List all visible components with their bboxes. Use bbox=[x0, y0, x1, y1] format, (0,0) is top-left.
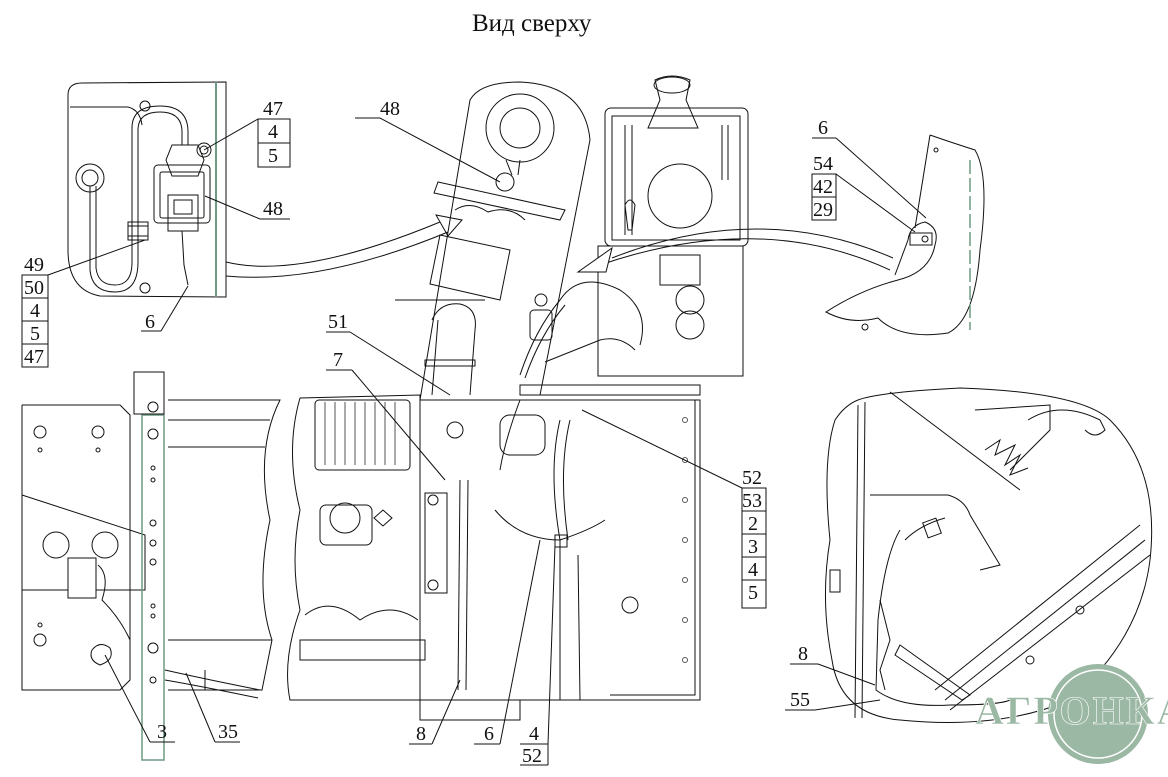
callout-4: 4 bbox=[30, 300, 40, 322]
callout-42: 42 bbox=[813, 176, 833, 198]
callout-3: 3 bbox=[157, 721, 167, 743]
relay-box bbox=[519, 75, 749, 396]
watermark-logo: АГРОНКА bbox=[975, 664, 1168, 764]
watermark-text: АГРОНКА bbox=[975, 688, 1168, 733]
leaders-top-left bbox=[21, 118, 291, 368]
leaders-bottom-left bbox=[104, 654, 240, 743]
callout-5: 5 bbox=[268, 145, 278, 167]
callout-4: 4 bbox=[748, 559, 758, 581]
callout-47: 47 bbox=[263, 98, 283, 120]
inset-door-panel bbox=[824, 387, 1153, 723]
callout-48: 48 bbox=[263, 198, 283, 220]
callout-6: 6 bbox=[145, 311, 155, 333]
callout-49: 49 bbox=[24, 254, 44, 276]
inset-frame-socket bbox=[21, 371, 281, 761]
callout-2: 2 bbox=[748, 513, 758, 535]
callout-4: 4 bbox=[268, 121, 278, 143]
callout-7: 7 bbox=[333, 349, 343, 371]
callout-29: 29 bbox=[813, 199, 833, 221]
leaders-bottom-right bbox=[785, 663, 881, 711]
callout-3: 3 bbox=[748, 536, 758, 558]
callout-35: 35 bbox=[218, 721, 238, 743]
callout-53: 53 bbox=[742, 490, 762, 512]
callout-4: 4 bbox=[529, 723, 539, 745]
inset-bracket bbox=[825, 134, 985, 336]
inset-connector-plate bbox=[67, 81, 463, 298]
arrow-right-to-box bbox=[576, 228, 894, 273]
callout-50: 50 bbox=[24, 277, 44, 299]
leaders-top-right bbox=[811, 137, 927, 233]
view-title: Вид сверху bbox=[472, 10, 592, 37]
callout-5: 5 bbox=[30, 323, 40, 345]
callout-54: 54 bbox=[813, 153, 833, 175]
callout-51: 51 bbox=[328, 311, 348, 333]
callout-52: 52 bbox=[742, 467, 762, 489]
callout-6: 6 bbox=[818, 117, 828, 139]
callout-55: 55 bbox=[790, 689, 810, 711]
leaders-center bbox=[326, 117, 767, 766]
callout-47: 47 bbox=[24, 346, 44, 368]
callout-8: 8 bbox=[416, 723, 426, 745]
air-filter-assembly bbox=[419, 81, 591, 401]
callout-8: 8 bbox=[798, 643, 808, 665]
callout-5: 5 bbox=[748, 582, 758, 604]
engine-block bbox=[287, 394, 701, 721]
callout-48: 48 bbox=[380, 98, 400, 120]
callout-52: 52 bbox=[522, 745, 542, 767]
callout-6: 6 bbox=[484, 723, 494, 745]
